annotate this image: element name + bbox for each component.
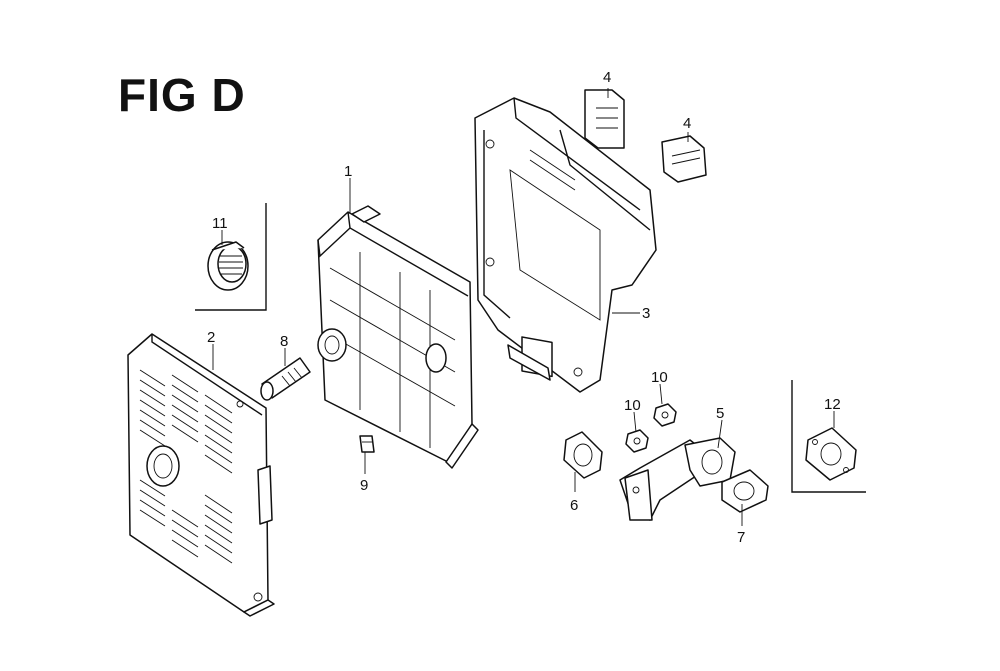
part-3-cover [474, 97, 657, 393]
callout-labels: 1 2 3 4 4 5 6 7 8 9 10 10 11 12 [207, 69, 841, 546]
callout-2: 2 [207, 329, 215, 346]
callout-3: 3 [642, 305, 650, 322]
callout-9: 9 [360, 477, 368, 494]
part-1-muffler [317, 205, 479, 469]
part-2-protector [127, 333, 275, 617]
part-5-exhaust-pipe [619, 437, 736, 521]
part-8-pipe [260, 357, 311, 401]
part-10-nut-upper [653, 403, 677, 427]
part-9-bolt [359, 435, 375, 453]
part-4-clip-upper [584, 89, 625, 149]
part-10-nut-lower [625, 429, 649, 453]
callout-1: 1 [344, 163, 352, 180]
vent-slots [139, 369, 233, 564]
part-11-grommet [195, 203, 267, 311]
callout-4-lower: 4 [683, 115, 691, 132]
callout-11: 11 [212, 215, 228, 232]
part-7-gasket [721, 469, 769, 513]
callout-8: 8 [280, 333, 288, 350]
callout-7: 7 [737, 529, 745, 546]
callout-4-upper: 4 [603, 69, 611, 86]
part-12-gasket [791, 380, 866, 493]
callout-6: 6 [570, 497, 578, 514]
part-6-gasket [563, 431, 603, 479]
part-4-clip-lower [661, 135, 707, 183]
callout-5: 5 [716, 405, 724, 422]
callout-10-lower: 10 [624, 397, 641, 414]
callout-12: 12 [824, 396, 841, 413]
figure-title: FIG D [118, 69, 246, 121]
callout-10-upper: 10 [651, 369, 668, 386]
leader-lines [212, 88, 835, 526]
